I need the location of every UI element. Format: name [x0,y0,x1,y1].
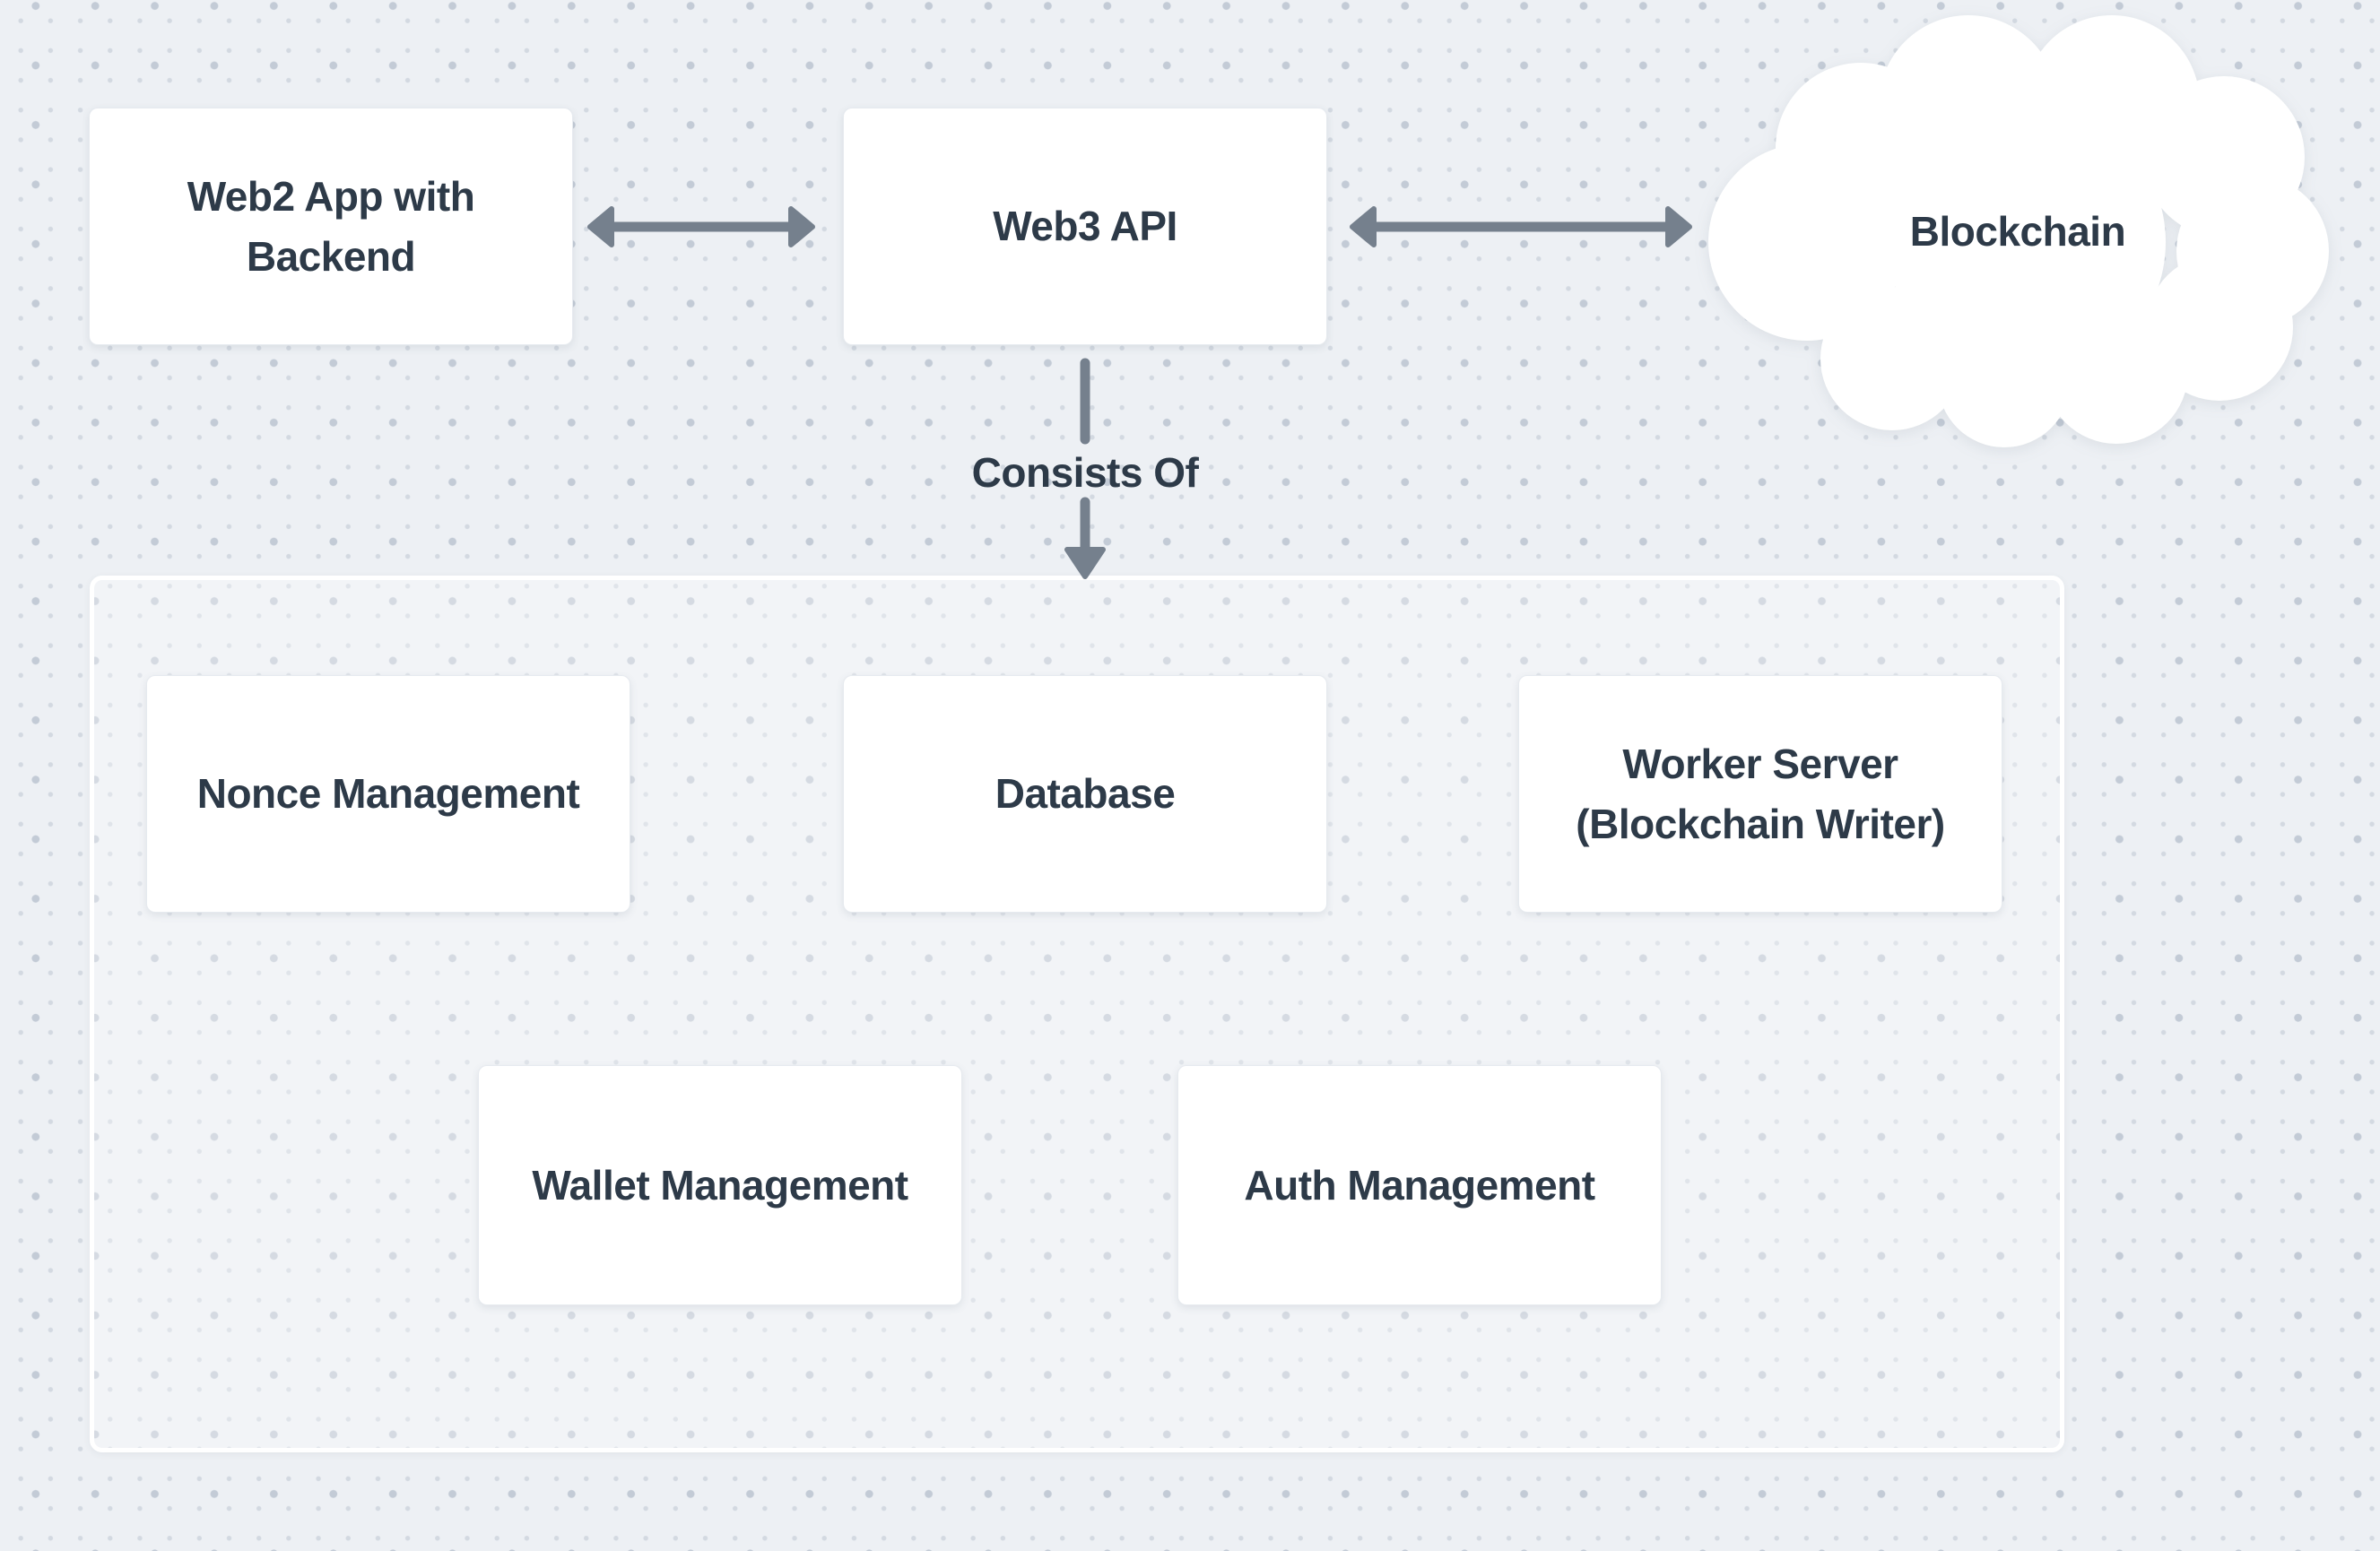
node-label: Database [995,770,1176,817]
node-web2-app-with-backend[interactable]: Web2 App with Backend [89,108,573,345]
web3-blockchain-double-arrow [1347,198,1695,260]
node-label: Web2 App with [187,172,475,220]
node-label: Worker Server [1622,740,1898,787]
node-label: Blockchain [1909,207,2126,255]
consists-of-arrow [1056,354,1114,592]
node-web3-api[interactable]: Web3 API [843,108,1327,345]
node-label: (Blockchain Writer) [1576,800,1945,847]
cloud-shape-icon [1708,15,2329,447]
node-nonce-management[interactable]: Nonce Management [146,675,630,913]
node-label: Backend [246,232,416,280]
node-wallet-management[interactable]: Wallet Management [478,1065,962,1305]
consists-of-edge-label: Consists Of [971,449,1199,496]
node-auth-management[interactable]: Auth Management [1177,1065,1662,1305]
node-label: Web3 API [993,203,1177,249]
node-worker-server[interactable]: Worker Server (Blockchain Writer) [1518,675,2002,913]
node-database[interactable]: Database [843,675,1327,913]
node-label: Nonce Management [196,770,580,817]
node-label: Auth Management [1244,1161,1595,1209]
web2-web3-double-arrow [585,198,818,260]
node-label: Wallet Management [532,1161,908,1209]
node-blockchain-cloud[interactable]: Blockchain [1704,13,2332,448]
